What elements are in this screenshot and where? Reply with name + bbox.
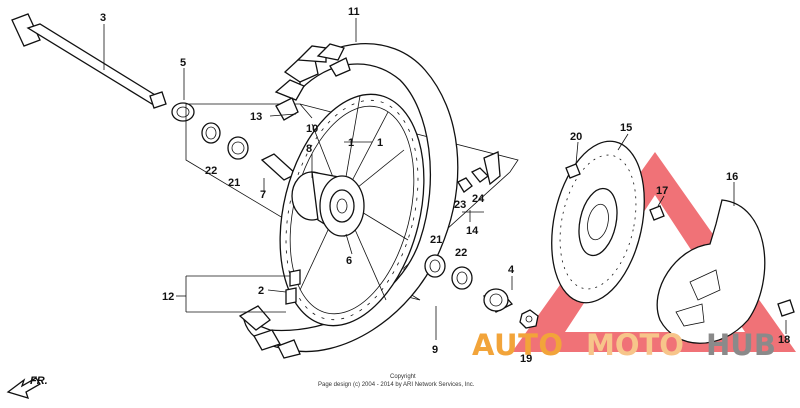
callout-19: 19: [520, 353, 532, 365]
callout-21b: 21: [430, 234, 442, 246]
callout-22a: 22: [205, 165, 217, 177]
axle-nut: [519, 309, 539, 329]
disc-cover: [656, 199, 766, 344]
cover-bolt: [777, 299, 795, 317]
left-bearing: [201, 122, 221, 144]
callout-8: 8: [306, 143, 312, 155]
callout-13: 13: [250, 111, 262, 123]
callout-14: 14: [466, 225, 479, 237]
watermark-auto: AUTO: [472, 328, 564, 362]
callout-15: 15: [620, 122, 632, 134]
side-collar: [482, 288, 514, 313]
callout-20: 20: [570, 131, 582, 143]
axle: [11, 13, 167, 109]
callout-3: 3: [100, 12, 106, 24]
direction-label: FR.: [30, 375, 48, 387]
callout-5: 5: [180, 57, 186, 69]
callout-22b: 22: [455, 247, 467, 259]
left-dust-seal: [227, 136, 249, 160]
callout-11: 11: [348, 6, 360, 18]
front-direction-arrow: [6, 377, 41, 399]
watermark-moto: MOTO: [586, 328, 684, 362]
watermark-hub: HUB: [706, 328, 776, 362]
callout-4: 4: [508, 264, 515, 276]
copyright-title: Copyright: [390, 374, 416, 380]
disc-cover-bolts: [457, 151, 501, 193]
callout-18: 18: [778, 334, 790, 346]
copyright-line: Page design (c) 2004 - 2014 by ARI Netwo…: [318, 382, 475, 388]
callout-2: 2: [258, 285, 264, 297]
callout-16: 16: [726, 171, 738, 183]
right-bearing: [451, 266, 473, 290]
right-dust-seal: [424, 254, 446, 278]
front-hub: [291, 171, 365, 237]
callout-24: 24: [472, 193, 485, 205]
callout-6: 6: [346, 255, 352, 267]
callout-21a: 21: [228, 177, 240, 189]
rim-band: [275, 97, 299, 121]
cover-screw: [649, 205, 665, 221]
callout-1b: 1: [377, 137, 383, 149]
callout-1a: 1: [348, 137, 354, 149]
brake-disc: [551, 140, 645, 304]
disc-bolt: [565, 163, 581, 179]
callout-10: 10: [306, 123, 318, 135]
callout-9: 9: [432, 344, 438, 356]
callout-numbers: 1 1 2 3 4 5 6 7 8 9 10 11 12 13 14 15 16…: [100, 6, 790, 365]
rim-lock: [285, 269, 301, 305]
callout-17: 17: [656, 185, 668, 197]
callout-7: 7: [260, 189, 266, 201]
callout-12: 12: [162, 291, 174, 303]
collar: [171, 102, 195, 122]
leader-lines: [103, 18, 787, 350]
watermark-logo: AUTO MOTO HUB: [472, 328, 776, 362]
tire: [238, 42, 459, 359]
callout-23: 23: [454, 199, 466, 211]
